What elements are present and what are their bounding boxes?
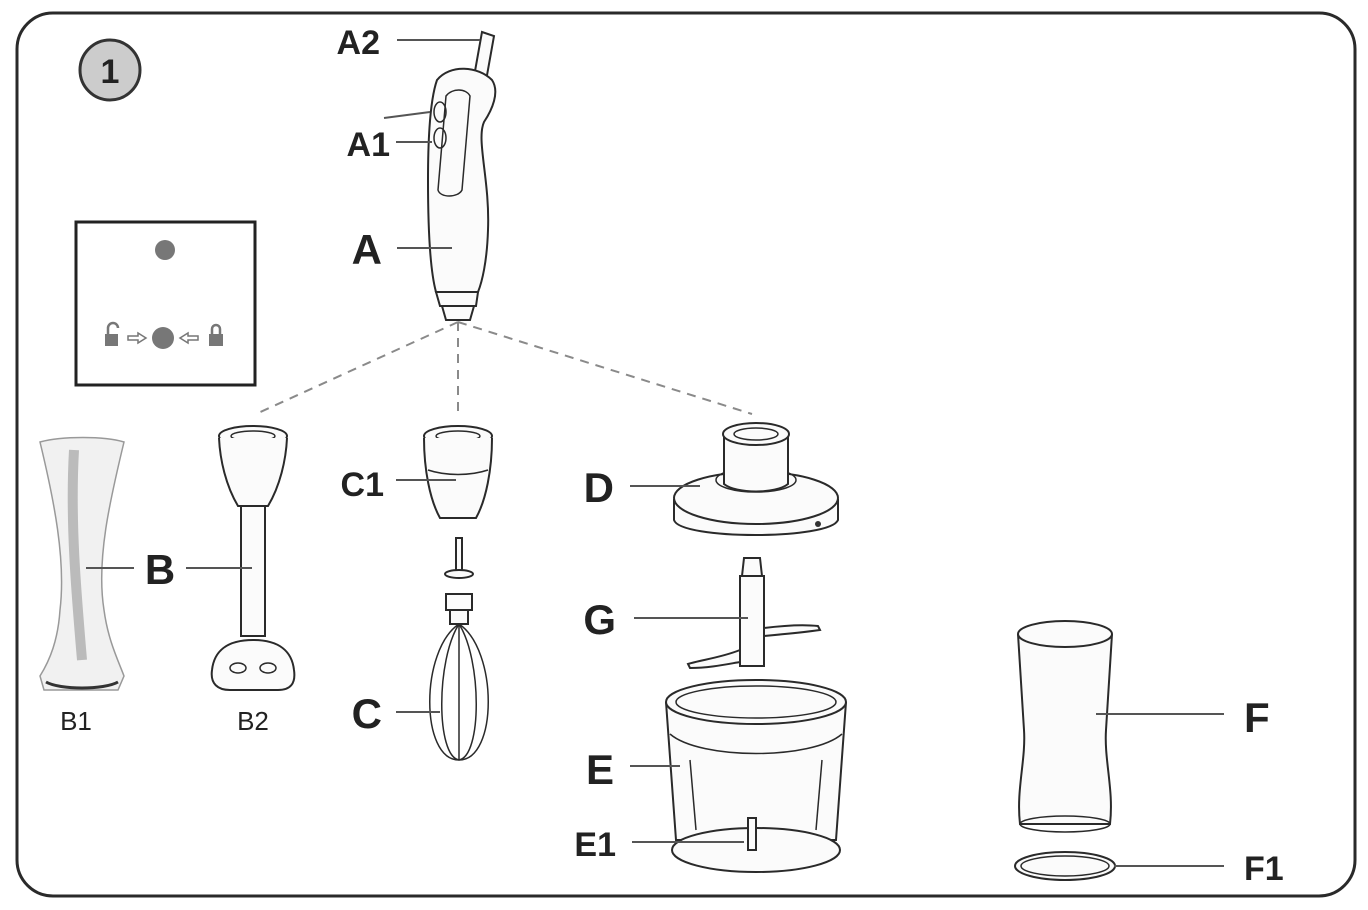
label-b: B [145, 546, 175, 593]
label-b1: B1 [60, 706, 92, 736]
chopper-blade-g [686, 557, 822, 670]
step-badge: 1 [78, 38, 142, 102]
label-f1: F1 [1244, 850, 1284, 888]
whisk-c [429, 537, 489, 761]
beaker-lid-f1 [1014, 851, 1116, 881]
beaker-f [1017, 620, 1113, 833]
label-a: A [352, 226, 382, 273]
motor-unit-a [426, 30, 497, 321]
label-d: D [584, 464, 614, 511]
label-a2: A2 [337, 24, 380, 62]
label-c1: C1 [341, 466, 384, 504]
label-g: G [583, 596, 616, 643]
dot-icon [155, 240, 175, 260]
whisk-adapter-c1 [423, 425, 493, 519]
arrow-left-icon [127, 331, 148, 345]
lock-icon [209, 323, 223, 346]
unlock-icon [105, 321, 120, 346]
chopper-bowl-e [665, 679, 847, 873]
label-f: F [1244, 694, 1270, 741]
step-number: 1 [101, 53, 120, 91]
label-e1: E1 [574, 826, 616, 864]
label-e: E [586, 746, 614, 793]
lock-legend-box [74, 220, 257, 387]
arrow-right-icon [178, 331, 199, 345]
label-a1: A1 [347, 126, 390, 164]
blender-leg-b2 [210, 425, 296, 691]
label-c: C [352, 690, 382, 737]
chopper-lid-d [673, 422, 839, 536]
label-b2: B2 [237, 706, 269, 736]
blade-guard-b1 [39, 436, 125, 691]
dot-icon [152, 327, 174, 349]
